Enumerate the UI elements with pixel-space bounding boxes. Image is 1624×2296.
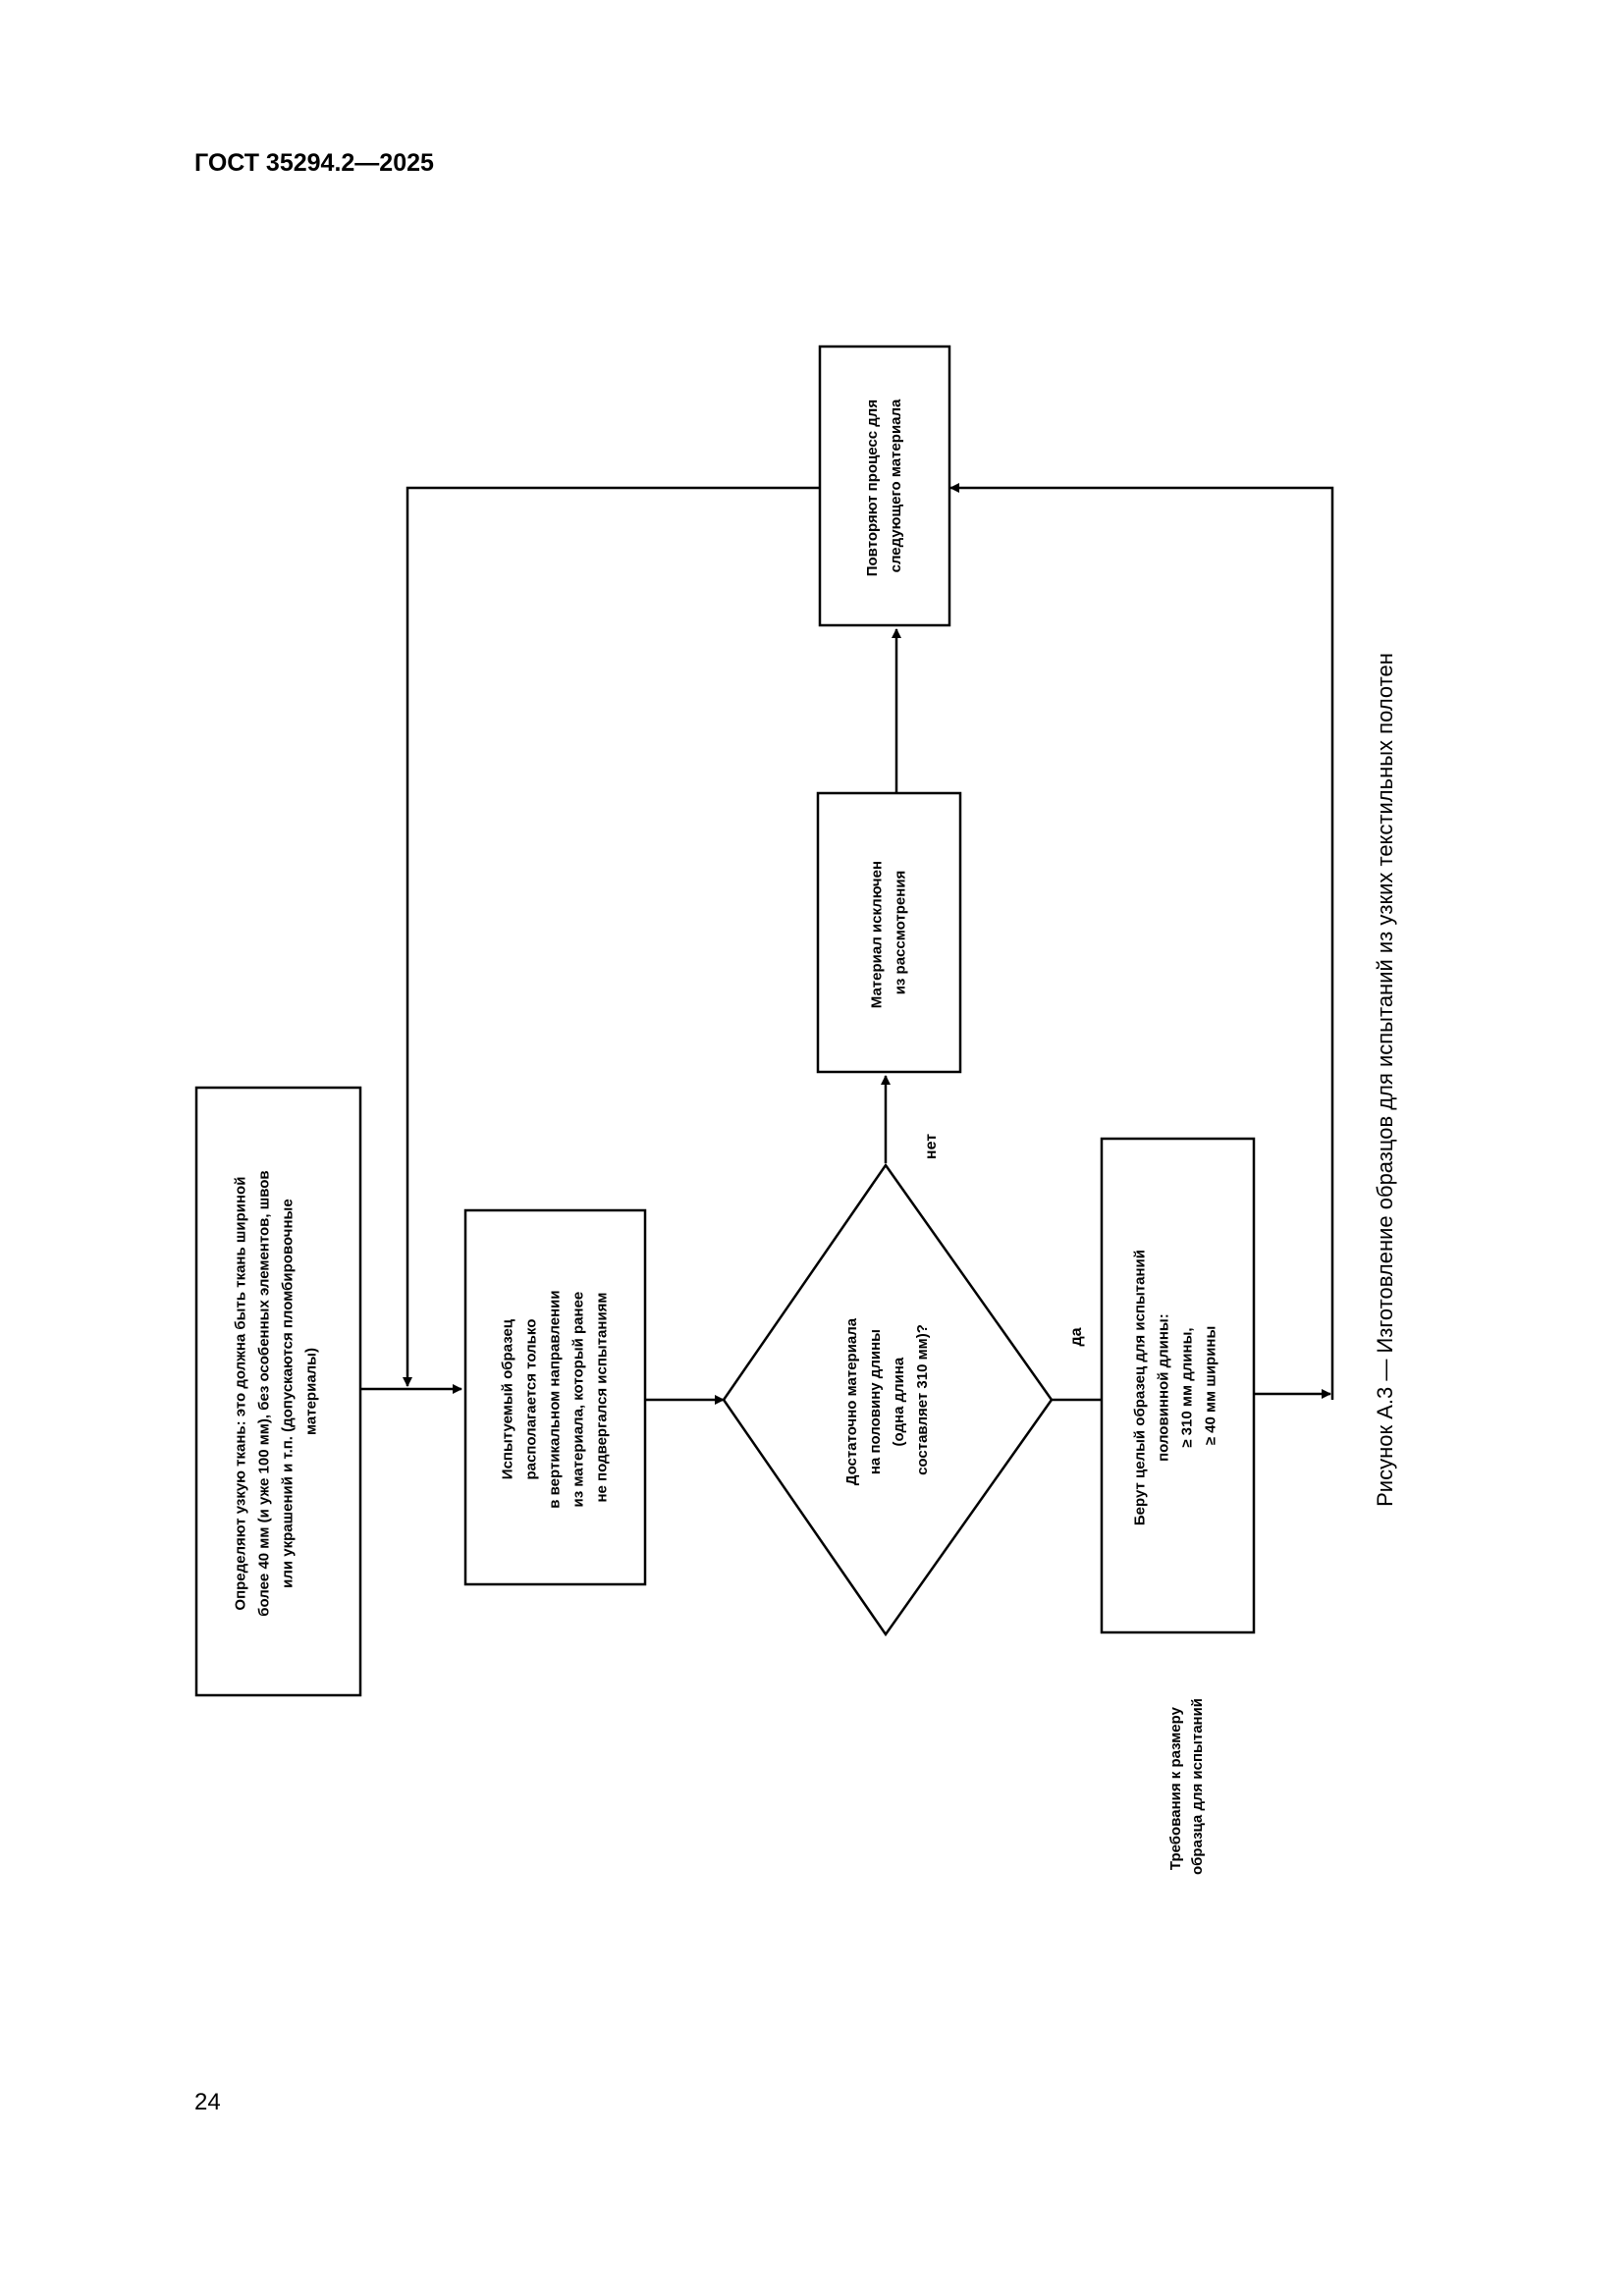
node-take-sample-box [1100,1137,1256,1634]
svg-text:Определяют узкую ткань: это до: Определяют узкую ткань: это должна быть … [233,1166,320,1617]
node-take-sample-text: Берут целый образец для испытаний полови… [1132,1246,1219,1525]
node-decision-diamond [722,1162,1054,1637]
node-decision-text: Достаточно материала на половину длины (… [843,1314,931,1486]
svg-text:нет: нет [923,1134,940,1159]
page-number: 24 [194,2089,221,2115]
svg-text:Достаточно материала на: Достаточно материала на половину длины (… [843,1314,931,1486]
decision-line-4: составляет 310 мм)? [914,1324,931,1475]
figure-caption: Рисунок А.3 — Изготовление образцов для … [1373,653,1397,1507]
decision-line-1: Достаточно материала [843,1317,860,1485]
edge-label-no: нет [923,1134,940,1159]
take-sample-line-4: ≥ 40 мм ширины [1203,1326,1219,1446]
define-line-4: материалы) [303,1348,320,1435]
svg-text:да: да [1068,1327,1085,1346]
svg-text:Испытуемый образец распо: Испытуемый образец располагается только … [500,1286,611,1509]
repeat-line-1: Повторяют процесс для [864,400,881,576]
svg-text:Требования к размеру обр: Требования к размеру образца для испытан… [1167,1698,1206,1875]
node-excluded-box [816,791,962,1074]
node-define-box [194,1086,362,1697]
node-repeat-text: Повторяют процесс для следующего материа… [864,396,904,577]
document-header: ГОСТ 35294.2—2025 [194,149,434,177]
specimen-line-1: Испытуемый образец [500,1318,516,1479]
node-specimen-text: Испытуемый образец располагается только … [500,1286,611,1509]
excluded-line-1: Материал исключен [869,861,886,1008]
node-excluded-text: Материал исключен из рассмотрения [869,857,909,1008]
repeat-line-2: следующего материала [888,399,904,572]
side-note-line-1: Требования к размеру [1167,1706,1184,1870]
specimen-line-2: располагается только [523,1319,540,1480]
loop-take-sample-to-repeat [949,483,1334,1400]
specimen-line-5: не подвергался испытаниям [594,1292,611,1502]
node-repeat-box [818,345,951,627]
take-sample-line-3: ≥ 310 мм длины, [1179,1327,1196,1447]
svg-text:Материал исключен из рас: Материал исключен из рассмотрения [869,857,909,1008]
connectors [360,483,1334,1405]
svg-text:Берут целый образец для испыта: Берут целый образец для испытаний полови… [1132,1246,1219,1525]
decision-line-3: (одна длина [891,1357,907,1446]
define-line-3: или украшений и т.п. (допускаются пломби… [280,1199,297,1588]
specimen-line-3: в вертикальном направлении [547,1290,564,1508]
node-specimen-box [463,1208,647,1586]
define-line-2: более 40 мм (и уже 100 мм), без особенны… [256,1170,273,1616]
define-line-1: Определяют узкую ткань: это должна быть … [233,1177,249,1611]
take-sample-line-2: половинной длины: [1156,1313,1172,1462]
svg-text:Рисунок А.3 — Изготовление обр: Рисунок А.3 — Изготовление образцов для … [1373,653,1397,1507]
edge-label-yes: да [1068,1327,1085,1346]
take-sample-line-1: Берут целый образец для испытаний [1132,1250,1149,1525]
loop-repeat-to-specimen [403,486,820,1387]
node-define-text: Определяют узкую ткань: это должна быть … [233,1166,320,1617]
excluded-line-2: из рассмотрения [893,871,909,995]
side-note-line-2: образца для испытаний [1189,1698,1206,1875]
svg-text:Повторяют процесс для сл: Повторяют процесс для следующего материа… [864,396,904,577]
decision-line-2: на половину длины [867,1329,884,1474]
specimen-line-4: из материала, который ранее [570,1292,587,1508]
side-note: Требования к размеру образца для испытан… [1167,1698,1206,1875]
